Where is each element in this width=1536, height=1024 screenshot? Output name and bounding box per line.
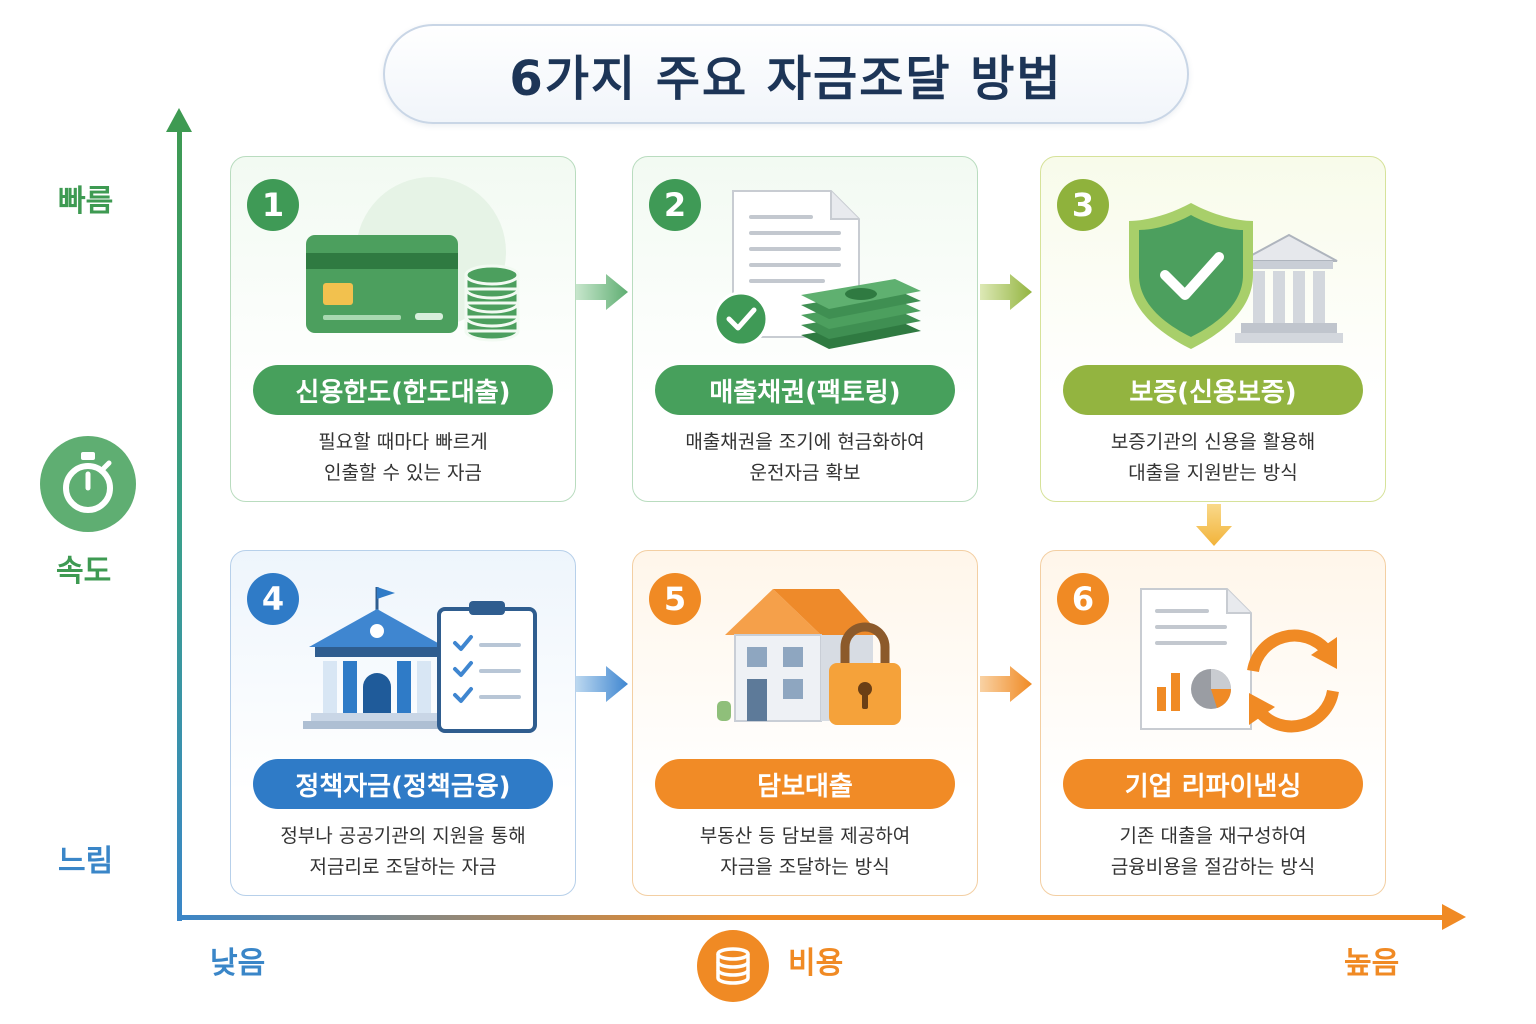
card-description-line: 보증기관의 신용을 활용해 — [1110, 431, 1316, 453]
shield-bank-icon — [1129, 203, 1343, 349]
arrow-1-to-2 — [576, 274, 628, 310]
cost-low-label: 낮음 — [210, 946, 266, 981]
card-description: 부동산 등 담보를 제공하여 자금을 조달하는 방식 — [643, 821, 967, 883]
page-title: 6가지 주요 자금조달 방법 — [509, 51, 1063, 107]
card-title: 정책자금(정책금융) — [253, 759, 553, 809]
card-title: 담보대출 — [655, 759, 955, 809]
vertical-axis-arrowhead — [166, 108, 192, 132]
stopwatch-icon — [40, 436, 136, 532]
card-description-line: 기존 대출을 재구성하여 — [1119, 825, 1307, 847]
speed-axis-label: 속도 — [56, 554, 112, 589]
card-number-badge: 6 — [1057, 573, 1109, 625]
card-description-line: 인출할 수 있는 자금 — [324, 462, 482, 484]
card-description-line: 금융비용을 절감하는 방식 — [1110, 856, 1316, 878]
card-number-badge: 3 — [1057, 179, 1109, 231]
card-factoring: 2 매출채권(팩토링) 매출채권을 조기에 현금화하여 운전자금 확보 — [632, 156, 978, 502]
card-number-badge: 4 — [247, 573, 299, 625]
vertical-axis-line — [177, 126, 182, 921]
card-guarantee: 3 보증(신용보증) 보증기관의 신용을 활용해 대출을 지원받는 방식 — [1040, 156, 1386, 502]
card-description-line: 정부나 공공기관의 지원을 통해 — [280, 825, 526, 847]
card-description: 매출채권을 조기에 현금화하여 운전자금 확보 — [643, 427, 967, 489]
card-description-line: 대출을 지원받는 방식 — [1128, 462, 1298, 484]
horizontal-axis-arrowhead — [1442, 904, 1466, 930]
card-number-badge: 5 — [649, 573, 701, 625]
arrow-3-to-6 — [1196, 504, 1232, 546]
card-credit-line: 1 신용한도(한도대출) 필요할 때마다 빠르게 인출할 수 있는 자금 — [230, 156, 576, 502]
card-description-line: 매출채권을 조기에 현금화하여 — [685, 431, 925, 453]
card-number-badge: 1 — [247, 179, 299, 231]
horizontal-axis-line — [177, 915, 1447, 920]
card-title: 보증(신용보증) — [1063, 365, 1363, 415]
cost-axis-label: 비용 — [788, 946, 844, 981]
card-description: 정부나 공공기관의 지원을 통해 저금리로 조달하는 자금 — [241, 821, 565, 883]
card-description-line: 부동산 등 담보를 제공하여 — [699, 825, 911, 847]
speed-slow-label: 느림 — [58, 844, 114, 879]
government-checklist-icon — [303, 587, 537, 733]
card-title: 신용한도(한도대출) — [253, 365, 553, 415]
card-policy-fund: 4 정책자금(정책금융) 정부나 공공기관의 지원을 통해 저금리로 조달하는 … — [230, 550, 576, 896]
card-refinancing: 6 기업 리파이낸싱 기존 대출을 재구성하여 금융비용을 절감하는 방식 — [1040, 550, 1386, 896]
card-description-line: 자금을 조달하는 방식 — [720, 856, 890, 878]
card-description-line: 필요할 때마다 빠르게 — [318, 431, 488, 453]
card-description-line: 운전자금 확보 — [749, 462, 861, 484]
credit-card-icon — [306, 177, 520, 342]
card-description: 기존 대출을 재구성하여 금융비용을 절감하는 방식 — [1051, 821, 1375, 883]
cost-high-label: 높음 — [1344, 946, 1400, 981]
arrow-5-to-6 — [980, 666, 1032, 702]
card-title: 기업 리파이낸싱 — [1063, 759, 1363, 809]
house-lock-icon — [717, 589, 901, 725]
refinance-report-icon — [1140, 588, 1339, 733]
arrow-2-to-3 — [980, 274, 1032, 310]
card-description: 보증기관의 신용을 활용해 대출을 지원받는 방식 — [1051, 427, 1375, 489]
card-description-line: 저금리로 조달하는 자금 — [309, 856, 497, 878]
invoice-cash-icon — [713, 190, 921, 349]
title-banner: 6가지 주요 자금조달 방법 — [383, 24, 1189, 124]
card-title: 매출채권(팩토링) — [655, 365, 955, 415]
card-number-badge: 2 — [649, 179, 701, 231]
card-description: 필요할 때마다 빠르게 인출할 수 있는 자금 — [241, 427, 565, 489]
coins-icon — [697, 930, 769, 1002]
card-secured-loan: 5 담보대출 부동산 등 담보를 제공하여 자금을 조달하는 방식 — [632, 550, 978, 896]
speed-fast-label: 빠름 — [58, 184, 114, 219]
arrow-4-to-5 — [576, 666, 628, 702]
